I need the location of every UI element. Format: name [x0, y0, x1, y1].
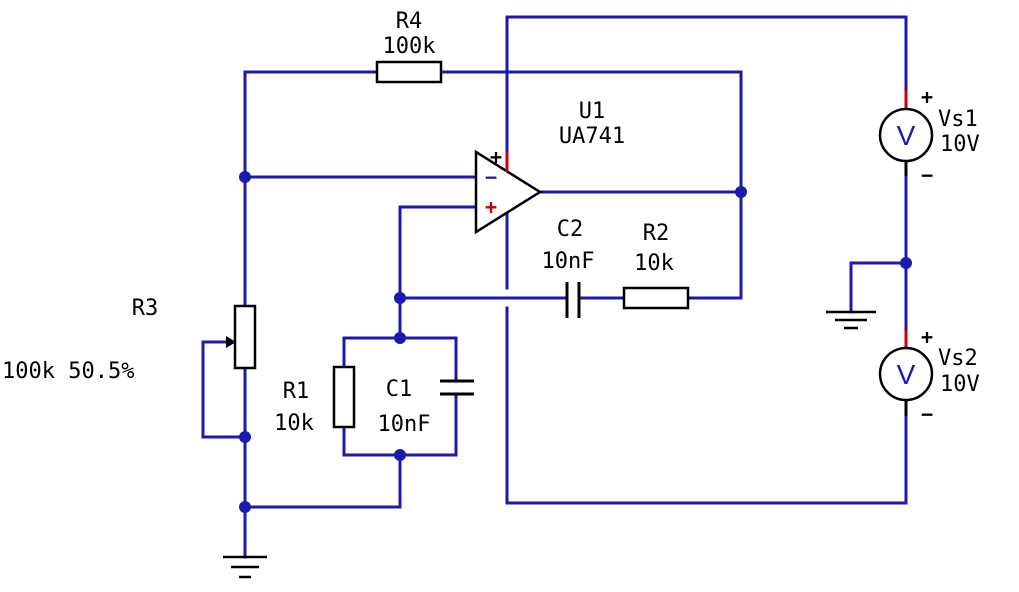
- voltmeter-source-icon: [878, 107, 934, 163]
- r1-name: R1: [283, 379, 310, 404]
- voltmeter-source-icon: [878, 346, 934, 402]
- r4-value: 100k: [383, 34, 436, 59]
- resistor-icon: [332, 365, 356, 429]
- vs1-minus: −: [921, 163, 933, 187]
- junctions: [239, 171, 912, 513]
- vs2-source[interactable]: V + − Vs2 10V: [878, 325, 980, 426]
- vs1-name: Vs1: [938, 107, 978, 132]
- vs1-symbol: V: [897, 120, 916, 151]
- vs2-value: 10V: [940, 372, 980, 397]
- op-amp-inverting-sign: −: [485, 165, 497, 189]
- c1-value: 10nF: [378, 412, 431, 437]
- wire-r4-right: [439, 70, 743, 194]
- op-amp-supply-plus: +: [490, 145, 502, 169]
- vs1-value: 10V: [940, 132, 980, 157]
- u1-value: UA741: [559, 124, 625, 149]
- junction-dot: [394, 292, 406, 304]
- wire-gnd-right: [849, 261, 908, 314]
- capacitor-icon: [440, 379, 474, 396]
- vs2-name: Vs2: [938, 346, 978, 371]
- wire-rc-to-gnd: [243, 453, 402, 509]
- r2-value: 10k: [634, 251, 674, 276]
- r4-resistor[interactable]: R4 100k: [375, 9, 443, 84]
- vs1-source[interactable]: V + − Vs1 10V: [878, 85, 980, 187]
- junction-dot: [239, 171, 251, 183]
- junction-dot: [735, 186, 747, 198]
- r1-resistor[interactable]: R1 10k: [274, 365, 356, 436]
- junction-dot: [900, 257, 912, 269]
- c2-value: 10nF: [542, 249, 595, 274]
- wires: [201, 15, 908, 559]
- vs2-minus: −: [921, 402, 933, 426]
- resistor-icon: [375, 60, 443, 84]
- u1-name: U1: [579, 99, 606, 124]
- junction-dot: [239, 501, 251, 513]
- r2-name: R2: [643, 221, 670, 246]
- junction-dot: [394, 332, 406, 344]
- junction-dot: [394, 449, 406, 461]
- c1-capacitor[interactable]: C1 10nF: [378, 377, 474, 437]
- ground-icon: [826, 310, 876, 330]
- r3-name: R3: [132, 296, 159, 321]
- r3-potentiometer[interactable]: R3 100k 50.5%: [2, 296, 257, 384]
- vs2-plus: +: [921, 325, 933, 349]
- capacitor-icon: [565, 282, 581, 318]
- op-amp-noninverting-sign: +: [485, 195, 497, 219]
- c2-capacitor[interactable]: C2 10nF: [542, 217, 595, 318]
- wire-r3-wiper: [201, 340, 247, 439]
- c2-name: C2: [557, 217, 584, 242]
- vs2-symbol: V: [897, 359, 916, 390]
- junction-dot: [239, 431, 251, 443]
- resistor-icon: [622, 286, 690, 310]
- r4-name: R4: [396, 9, 423, 34]
- c1-name: C1: [386, 377, 413, 402]
- u1-op-amp[interactable]: + − + U1 UA741: [474, 99, 625, 235]
- wire-r4-left: [243, 70, 379, 179]
- wiper-arrow-icon: [226, 336, 236, 348]
- potentiometer-icon: [233, 304, 257, 370]
- wire-supply-bottom: [505, 306, 908, 505]
- r3-value: 100k 50.5%: [2, 359, 134, 384]
- wire-supply-top: [505, 15, 908, 290]
- r2-resistor[interactable]: R2 10k: [622, 221, 690, 310]
- r1-value: 10k: [274, 411, 314, 436]
- wire-noninv-input: [398, 205, 478, 300]
- vs1-plus: +: [921, 85, 933, 109]
- ground-icon: [223, 555, 267, 579]
